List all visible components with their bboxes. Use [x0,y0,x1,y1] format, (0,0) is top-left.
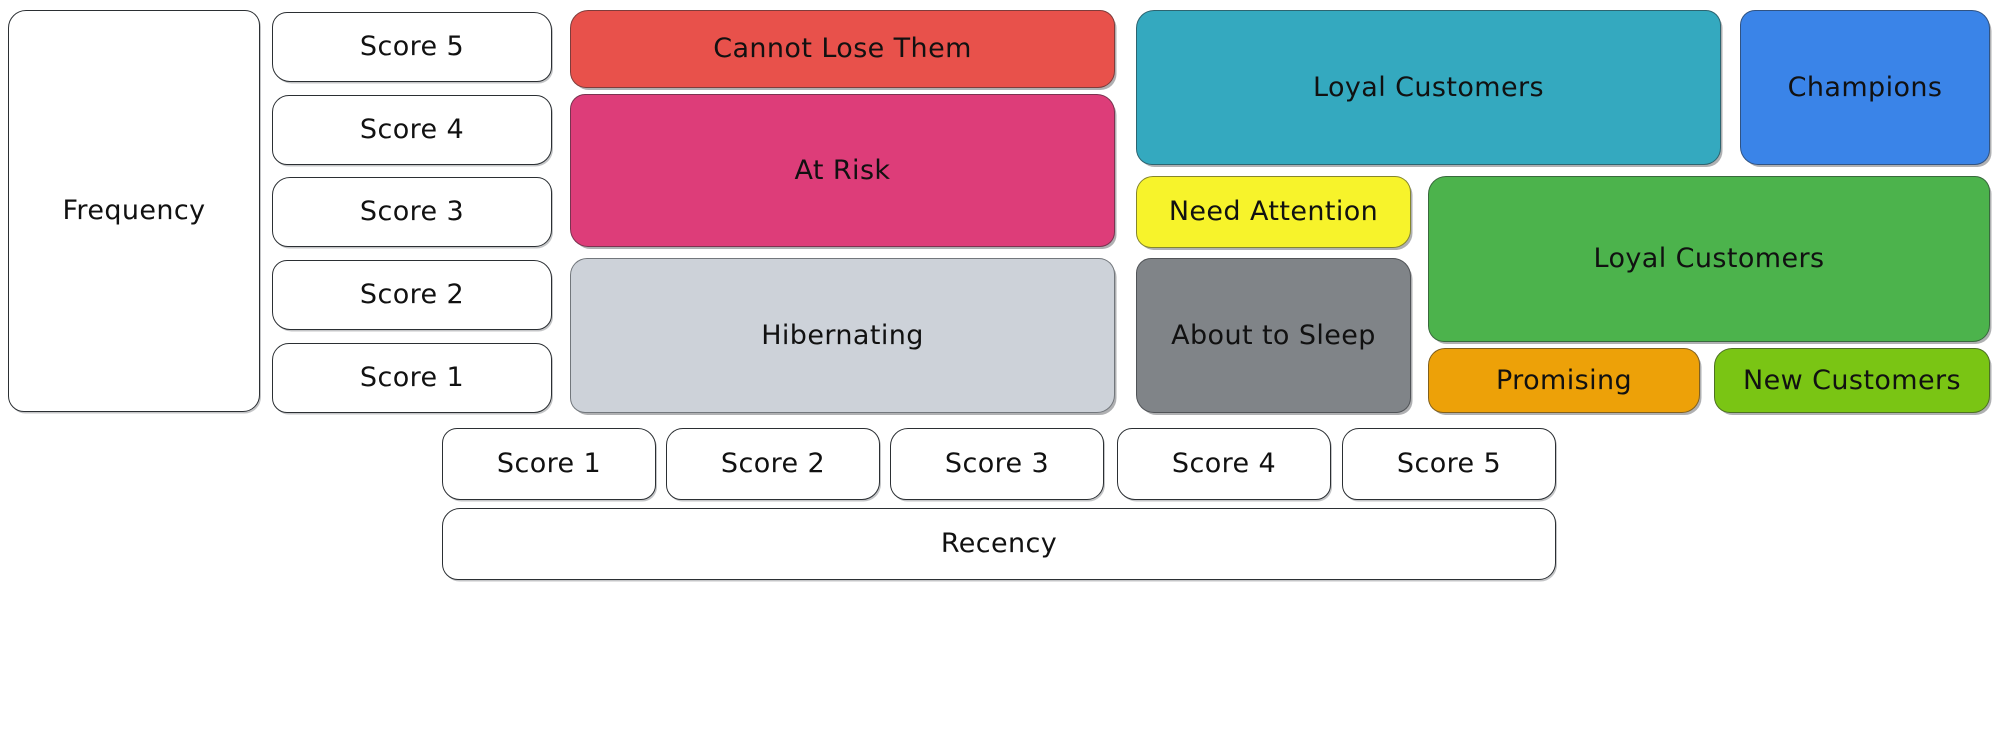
frequency-score-2-label: Score 2 [359,279,465,311]
recency-score-4-label: Score 4 [1171,448,1277,480]
recency-score-4[interactable]: Score 4 [1117,428,1331,500]
frequency-score-4[interactable]: Score 4 [272,95,552,165]
segment-loyal-customers-teal-label: Loyal Customers [1313,71,1544,103]
recency-score-3-label: Score 3 [944,448,1050,480]
segment-champions-label: Champions [1787,71,1943,103]
segment-at-risk[interactable]: At Risk [570,94,1115,247]
frequency-axis-label: Frequency [62,195,206,227]
segment-promising-label: Promising [1495,364,1633,396]
frequency-score-5-label: Score 5 [359,31,465,63]
segment-about-to-sleep[interactable]: About to Sleep [1136,258,1411,413]
segment-champions[interactable]: Champions [1740,10,1990,165]
frequency-score-5[interactable]: Score 5 [272,12,552,82]
segment-about-to-sleep-label: About to Sleep [1171,319,1376,351]
frequency-score-3-label: Score 3 [359,196,465,228]
recency-axis-label-box: Recency [442,508,1556,580]
segment-promising[interactable]: Promising [1428,348,1700,413]
segment-new-customers-label: New Customers [1743,364,1961,396]
recency-score-5-label: Score 5 [1396,448,1502,480]
segment-loyal-customers-green-label: Loyal Customers [1593,243,1825,275]
recency-score-2-label: Score 2 [720,448,826,480]
segment-cannot-lose-them-label: Cannot Lose Them [713,33,972,65]
segment-cannot-lose-them[interactable]: Cannot Lose Them [570,10,1115,88]
frequency-score-4-label: Score 4 [359,114,465,146]
segment-need-attention[interactable]: Need Attention [1136,176,1411,248]
frequency-score-1[interactable]: Score 1 [272,343,552,413]
segment-hibernating-label: Hibernating [761,319,924,351]
recency-score-2[interactable]: Score 2 [666,428,880,500]
segment-loyal-customers-teal[interactable]: Loyal Customers [1136,10,1721,165]
segment-new-customers[interactable]: New Customers [1714,348,1990,413]
frequency-score-1-label: Score 1 [359,362,465,394]
recency-score-1[interactable]: Score 1 [442,428,656,500]
recency-score-5[interactable]: Score 5 [1342,428,1556,500]
recency-score-1-label: Score 1 [496,448,602,480]
frequency-axis-label-box: Frequency [8,10,260,412]
segment-loyal-customers-green[interactable]: Loyal Customers [1428,176,1990,342]
segment-need-attention-label: Need Attention [1168,196,1379,228]
recency-score-3[interactable]: Score 3 [890,428,1104,500]
segment-hibernating[interactable]: Hibernating [570,258,1115,413]
frequency-score-2[interactable]: Score 2 [272,260,552,330]
recency-axis-label: Recency [940,528,1058,560]
segment-at-risk-label: At Risk [794,154,891,186]
frequency-score-3[interactable]: Score 3 [272,177,552,247]
